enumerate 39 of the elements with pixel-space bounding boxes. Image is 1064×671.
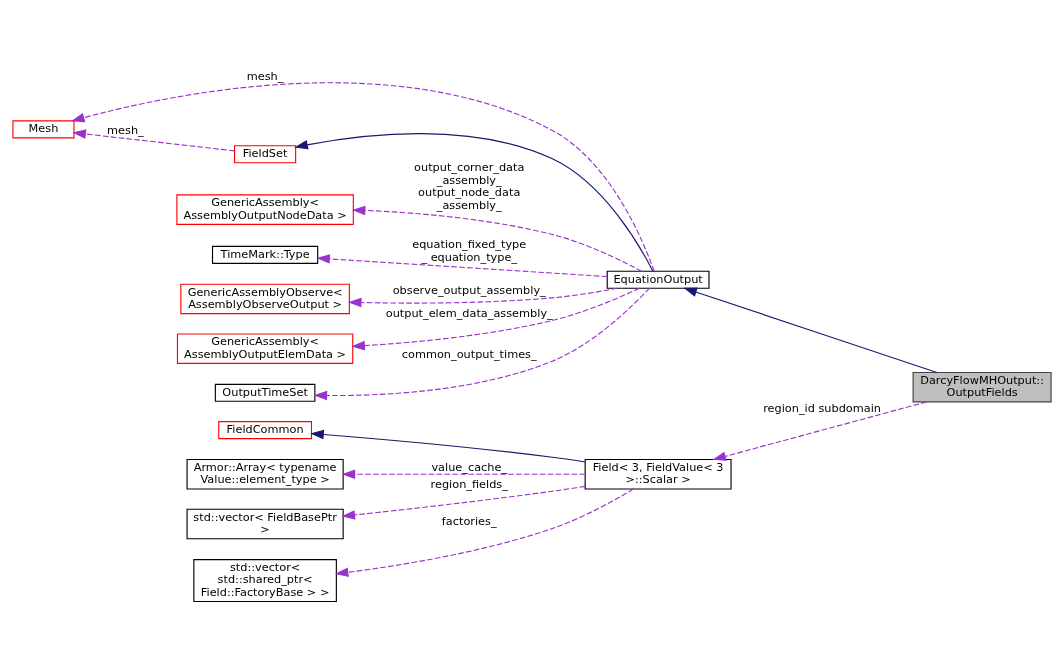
arrow [351, 287, 640, 350]
node-box: std::vector< FieldBasePtr > [186, 508, 344, 539]
node-box: TimeMark::Type [211, 245, 319, 264]
node-box: DarcyFlowMHOutput:: OutputFields [912, 371, 1052, 402]
arrow [347, 287, 618, 307]
arrow [316, 253, 608, 277]
arrow [294, 132, 654, 272]
arrow [310, 429, 586, 462]
edge-label: factories_ [441, 514, 497, 528]
edge-label: common_output_times_ [401, 347, 537, 361]
node-box: OutputTimeSet [214, 383, 316, 402]
node-box: FieldSet [234, 144, 297, 163]
arrow [683, 287, 938, 373]
edge-label: value_cache_ [431, 460, 508, 474]
node-box: GenericAssemblyObserve< AssemblyObserveOutput > [180, 283, 350, 314]
node-box: FieldCommon [218, 420, 313, 439]
edge-label: output_corner_data _assembly_ output_node_data _assembly_ [414, 160, 525, 211]
arrow [71, 81, 655, 272]
arrow [334, 488, 634, 577]
node-box: Mesh [12, 119, 75, 138]
arrow [341, 469, 586, 479]
node-box: EquationOutput [606, 270, 710, 289]
node-box: GenericAssembly< AssemblyOutputNodeData > [176, 193, 354, 225]
arrow [72, 128, 235, 151]
arrow [712, 400, 927, 461]
node-box: Armor::Array< typename Value::element_type > [186, 458, 344, 489]
edge-label: mesh_ [107, 123, 144, 137]
edge-label: region_fields_ [430, 477, 508, 491]
arrow [313, 287, 650, 400]
node-box: GenericAssembly< AssemblyOutputElemData > [176, 332, 354, 364]
arrow [351, 205, 643, 272]
edge-label: mesh_ [246, 69, 284, 83]
edge-label: region_id subdomain [763, 401, 881, 415]
arrow [341, 485, 586, 520]
edge-label: output_elem_data_assembly_ [385, 306, 553, 320]
edge-label: observe_output_assembly_ [392, 283, 546, 297]
edge-label: equation_fixed_type _ equation_type_ [412, 237, 527, 264]
node-box: Field< 3, FieldValue< 3 >::Scalar > [584, 458, 732, 489]
node-box: std::vector< std::shared_ptr< Field::FactoryBase > > [193, 558, 337, 602]
